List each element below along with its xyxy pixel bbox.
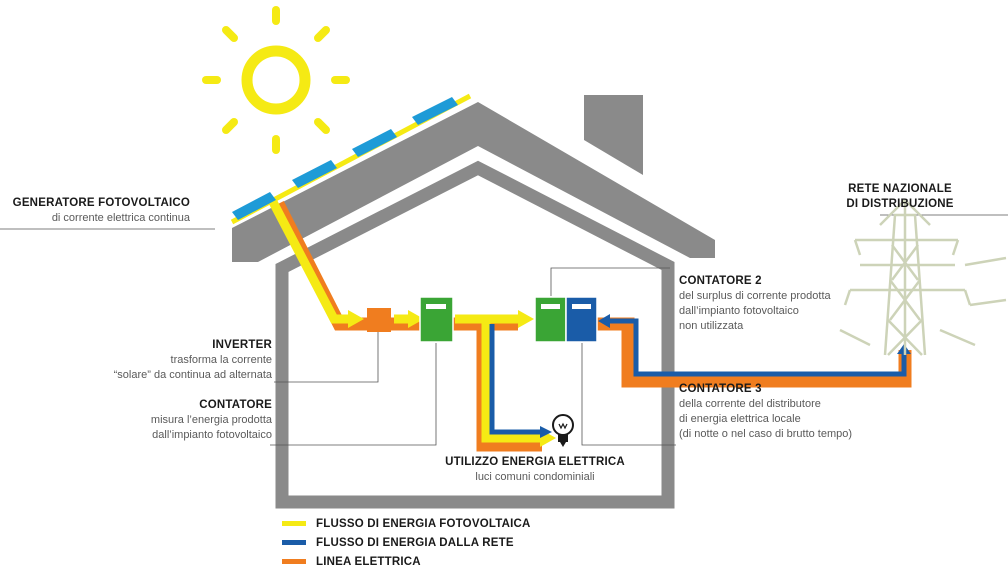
legend-label-pv: FLUSSO DI ENERGIA FOTOVOLTAICA xyxy=(316,517,531,530)
pv-generator-title: GENERATORE FOTOVOLTAICO xyxy=(12,197,190,209)
meter-desc-2: dall’impianto fotovoltaico xyxy=(152,429,272,441)
usage-title: UTILIZZO ENERGIA ELETTRICA xyxy=(445,456,625,468)
meter-3 xyxy=(565,296,598,343)
pv-flow-line xyxy=(269,199,542,443)
meter-title: CONTATORE xyxy=(199,399,272,411)
chimney xyxy=(584,95,643,175)
label-meter: CONTATORE misura l’energia prodotta dall… xyxy=(151,398,272,443)
meter3-title: CONTATORE 3 xyxy=(679,383,762,395)
inverter-box xyxy=(367,308,391,332)
legend-label-line: LINEA ELETTRICA xyxy=(316,555,421,568)
meter3-desc-3: (di notte o nel caso di brutto tempo) xyxy=(679,428,853,440)
meter-2 xyxy=(534,296,567,343)
house-roof xyxy=(232,95,715,262)
grid-title-1: RETE NAZIONALE xyxy=(848,183,952,195)
label-meter-3: CONTATORE 3 della corrente del distribut… xyxy=(679,382,852,442)
label-inverter: INVERTER trasforma la corrente “solare” … xyxy=(114,338,272,383)
legend-item-pv-flow: FLUSSO DI ENERGIA FOTOVOLTAICA xyxy=(282,514,531,533)
legend-label-grid: FLUSSO DI ENERGIA DALLA RETE xyxy=(316,536,514,549)
usage-desc: luci comuni condominiali xyxy=(475,471,595,483)
meter3-desc-2: di energia elettrica locale xyxy=(679,413,801,425)
label-usage: UTILIZZO ENERGIA ELETTRICA luci comuni c… xyxy=(430,455,640,485)
label-pv-generator: GENERATORE FOTOVOLTAICO di corrente elet… xyxy=(13,196,190,226)
legend-item-electrical-line: LINEA ELETTRICA xyxy=(282,552,531,571)
legend-swatch-pv xyxy=(282,521,306,526)
power-pylon-icon xyxy=(839,199,1007,356)
grid-title-2: DI DISTRIBUZIONE xyxy=(846,198,954,210)
label-meter-2: CONTATORE 2 del surplus di corrente prod… xyxy=(679,274,831,334)
legend: FLUSSO DI ENERGIA FOTOVOLTAICA FLUSSO DI… xyxy=(282,514,531,571)
pv-generator-desc: di corrente elettrica continua xyxy=(51,212,190,224)
meter2-desc-2: dall’impianto fotovoltaico xyxy=(679,305,799,317)
meter2-title: CONTATORE 2 xyxy=(679,275,762,287)
sun-icon xyxy=(202,6,350,154)
meter3-desc-1: della corrente del distributore xyxy=(679,398,821,410)
inverter-desc-1: trasforma la corrente xyxy=(170,354,272,366)
meter2-desc-1: del surplus di corrente prodotta xyxy=(679,290,831,302)
pv-panels xyxy=(230,93,472,225)
meter-1 xyxy=(419,296,454,343)
grid-flow-line xyxy=(489,318,907,435)
meter2-desc-3: non utilizzata xyxy=(679,320,744,332)
lightbulb-icon xyxy=(552,414,574,447)
legend-swatch-line xyxy=(282,559,306,564)
inverter-title: INVERTER xyxy=(212,339,272,351)
inverter-desc-2: “solare” da continua ad alternata xyxy=(113,369,272,381)
legend-item-grid-flow: FLUSSO DI ENERGIA DALLA RETE xyxy=(282,533,531,552)
label-grid: RETE NAZIONALE DI DISTRIBUZIONE xyxy=(830,182,970,212)
meter-desc-1: misura l’energia prodotta xyxy=(150,414,272,426)
legend-swatch-grid xyxy=(282,540,306,545)
